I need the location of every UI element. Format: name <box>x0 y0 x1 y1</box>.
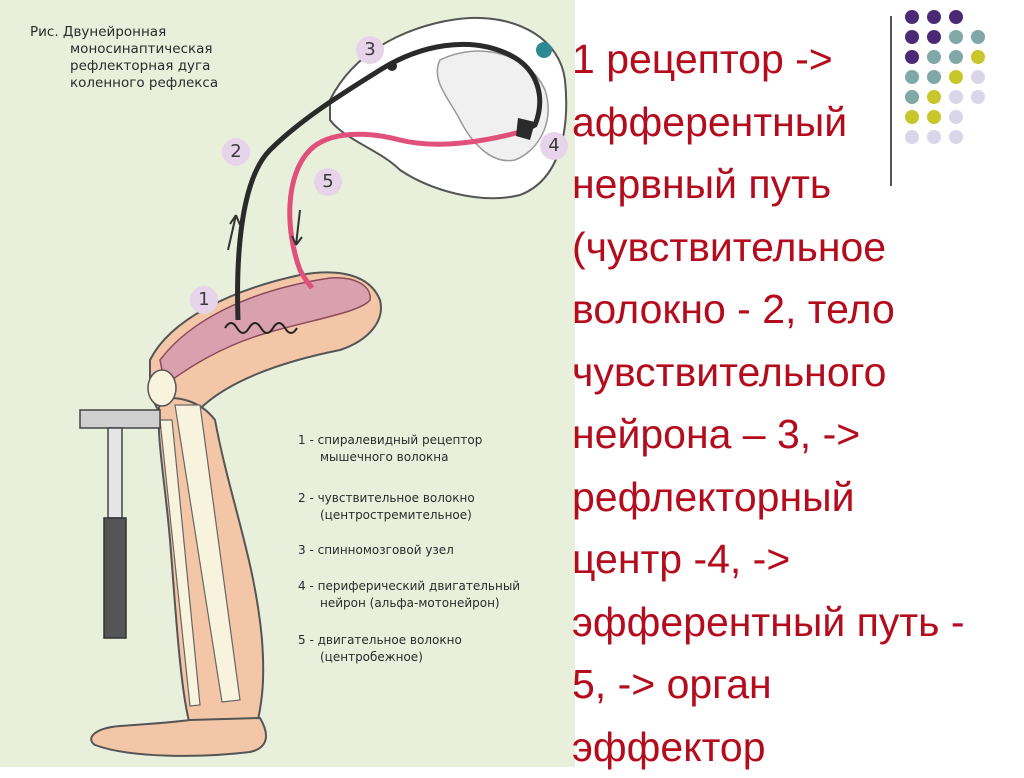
legend-text: нейрон (альфа-мотонейрон) <box>298 595 578 612</box>
slide-text-block: 1 рецептор -> афферентный нервный путь (… <box>538 28 1018 778</box>
caption-line: Рис. Двунейронная <box>30 24 270 41</box>
legend-text: 2 - чувствительное волокно <box>298 490 578 507</box>
text-line: эффектор <box>538 716 1018 778</box>
foot-shape <box>91 718 266 756</box>
spinal-ganglion <box>387 61 397 71</box>
legend-item: 2 - чувствительное волокно (центростреми… <box>298 490 578 524</box>
legend-text: мышечного волокна <box>298 449 578 466</box>
text-line: чувствительного <box>538 341 1018 404</box>
kneecap <box>148 370 176 406</box>
decorative-dot <box>949 10 963 24</box>
caption-line: рефлекторная дуга <box>30 58 270 75</box>
text-line: волокно - 2, тело <box>538 278 1018 341</box>
text-line: рефлекторный <box>538 466 1018 529</box>
decorative-dot <box>905 10 919 24</box>
legend-item: 1 - спиралевидный рецептор мышечного вол… <box>298 432 578 466</box>
marker-3: 3 <box>356 36 384 64</box>
text-line: нейрона – 3, -> <box>538 403 1018 466</box>
legend-text: 4 - периферический двигательный <box>298 578 578 595</box>
text-line: афферентный <box>538 91 1018 154</box>
marker-5: 5 <box>314 168 342 196</box>
marker-2: 2 <box>222 138 250 166</box>
reflex-hammer <box>80 410 160 638</box>
text-line: нервный путь <box>538 153 1018 216</box>
legend-text: (центробежное) <box>298 649 578 666</box>
figure-caption: Рис. Двунейронная моносинаптическая рефл… <box>30 24 270 92</box>
text-line: 5, -> орган <box>538 653 1018 716</box>
reflex-arc-figure: Рис. Двунейронная моносинаптическая рефл… <box>0 0 575 767</box>
legend-text: 1 - спиралевидный рецептор <box>298 432 578 449</box>
text-line: эфферентный путь - <box>538 591 1018 654</box>
caption-line: моносинаптическая <box>30 41 270 58</box>
marker-1: 1 <box>190 286 218 314</box>
text-line: центр -4, -> <box>538 528 1018 591</box>
legend-item: 3 - спинномозговой узел <box>298 542 578 559</box>
caption-line: коленного рефлекса <box>30 75 270 92</box>
legend-item: 5 - двигательное волокно (центробежное) <box>298 632 578 666</box>
legend-item: 4 - периферический двигательный нейрон (… <box>298 578 578 612</box>
text-line: (чувствительное <box>538 216 1018 279</box>
legend-text: 3 - спинномозговой узел <box>298 542 578 559</box>
text-line: 1 рецептор -> <box>538 28 1018 91</box>
legend-text: (центростремительное) <box>298 507 578 524</box>
down-arrow <box>292 210 302 245</box>
legend-text: 5 - двигательное волокно <box>298 632 578 649</box>
decorative-dot <box>927 10 941 24</box>
